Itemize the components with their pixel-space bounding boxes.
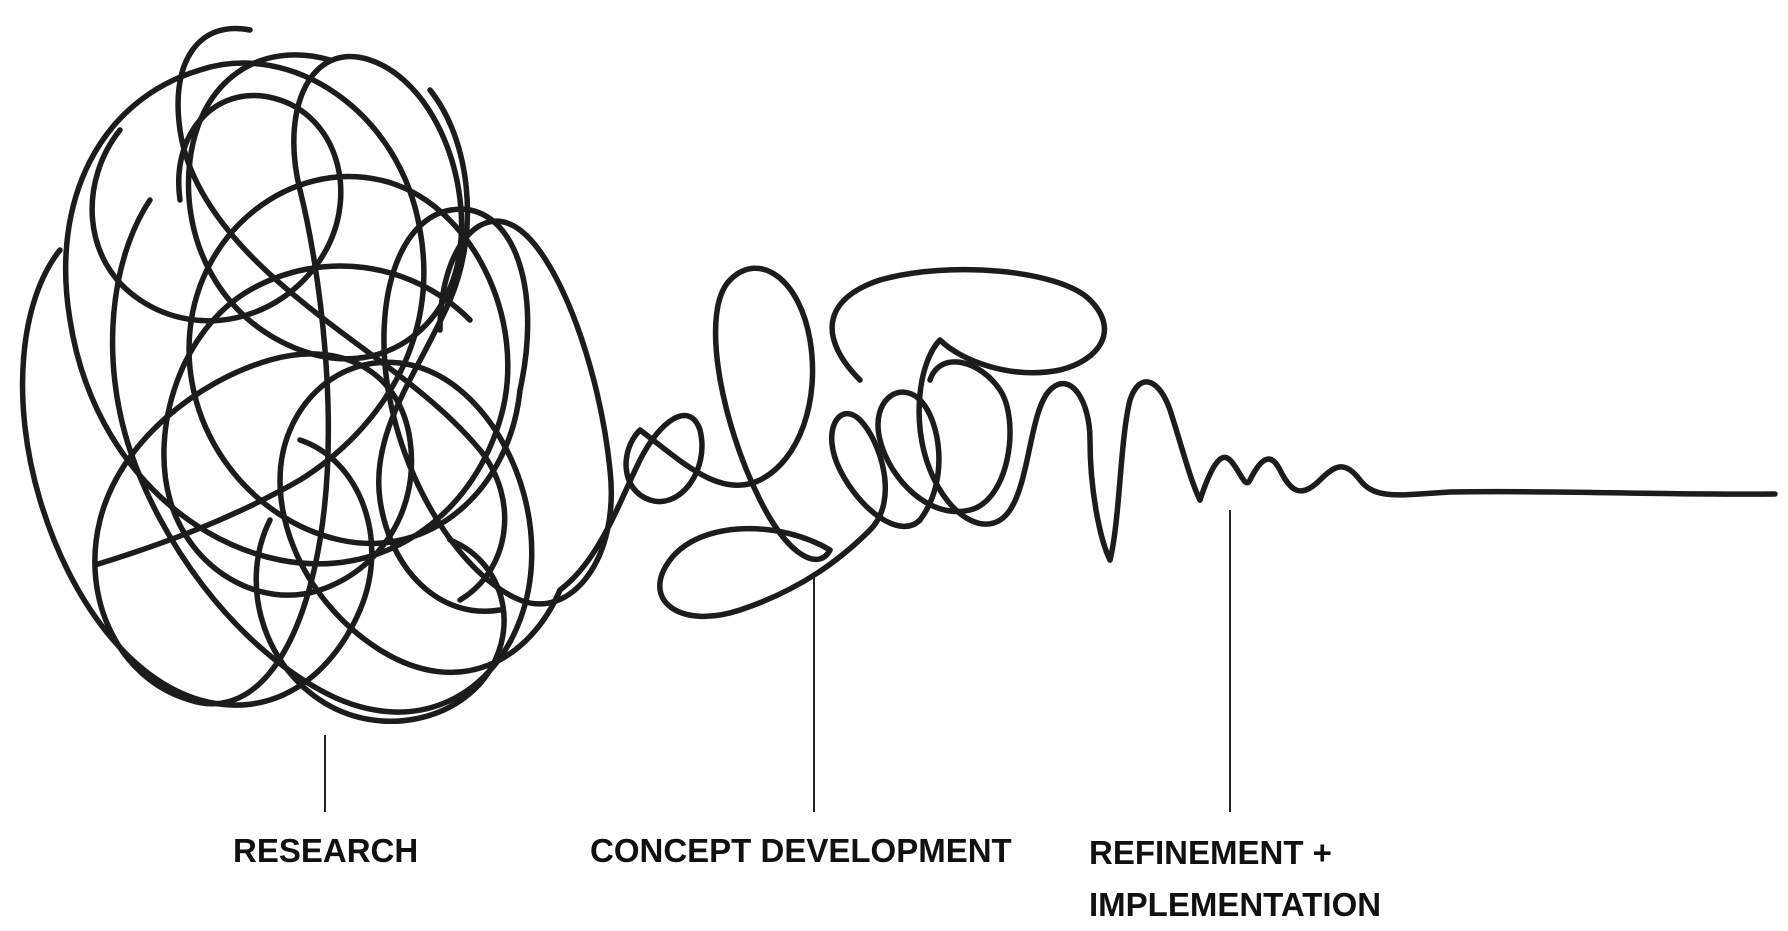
- concept-loops: [557, 265, 1203, 620]
- stage-label-refinement-line1: REFINEMENT +: [1089, 834, 1332, 871]
- refinement-line: [1197, 454, 1778, 503]
- stage-label-refinement-line2: IMPLEMENTATION: [1089, 886, 1382, 923]
- research-tangle: [19, 25, 614, 724]
- stage-label-research: RESEARCH: [233, 832, 419, 869]
- stage-label-concept-development: CONCEPT DEVELOPMENT: [590, 832, 1012, 869]
- stage-label-refinement-implementation: REFINEMENT + IMPLEMENTATION: [1089, 827, 1381, 931]
